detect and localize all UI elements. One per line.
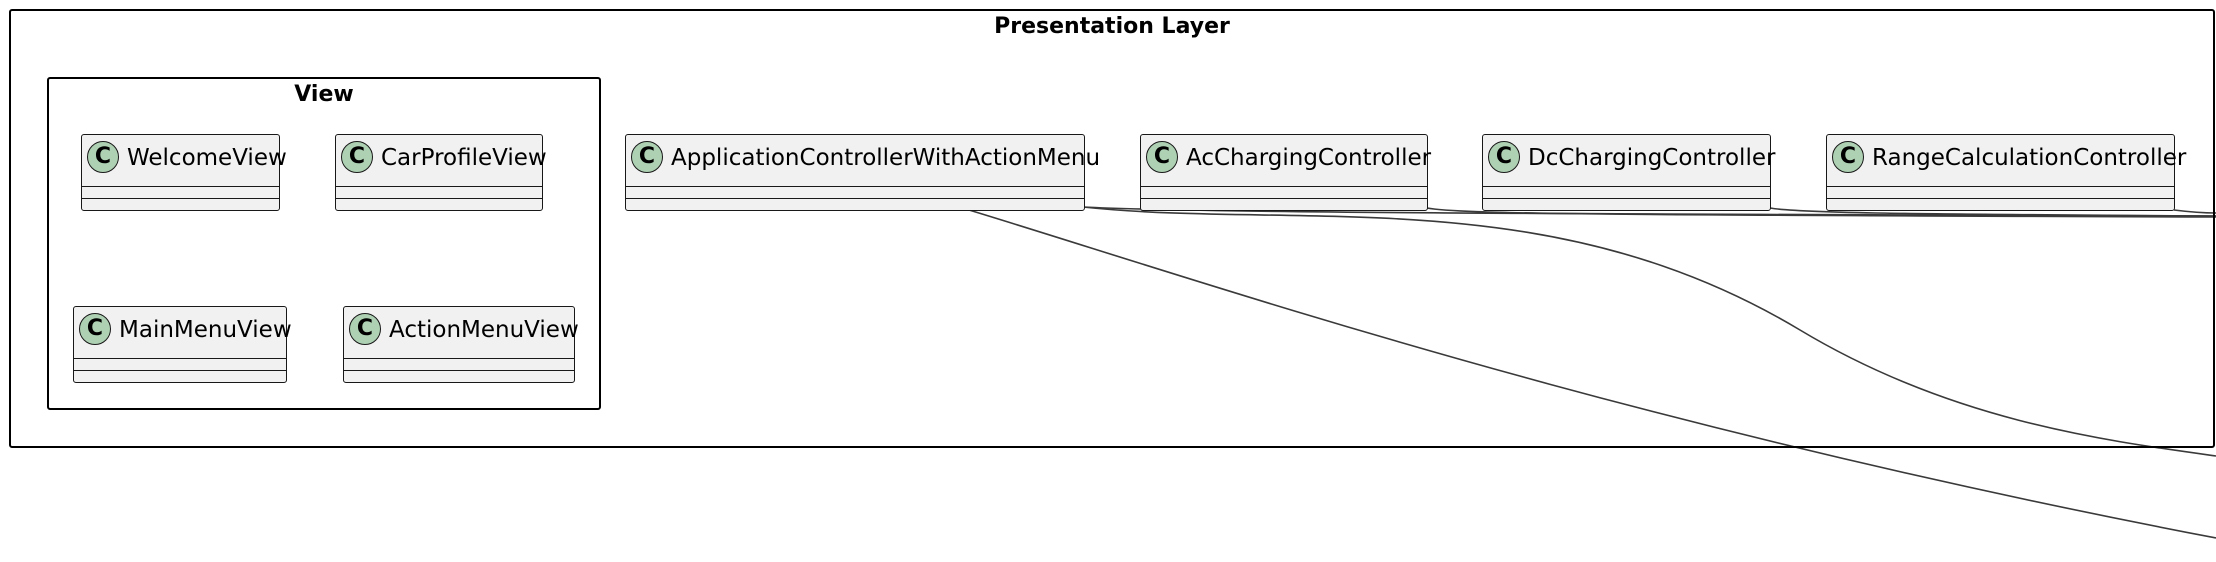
class-name: AcChargingController xyxy=(1186,145,1432,171)
class-stereotype-icon: C xyxy=(631,141,663,173)
link-app-to-domain-2 xyxy=(1082,206,2216,457)
attributes-divider xyxy=(336,186,542,187)
class-stereotype-icon: C xyxy=(1832,141,1864,173)
link-range-to-domain xyxy=(2173,209,2216,214)
class-name: RangeCalculationController xyxy=(1872,145,2187,171)
class-header: C AcChargingController xyxy=(1141,135,1432,186)
class-name: WelcomeView xyxy=(127,145,287,171)
methods-divider xyxy=(1827,198,2174,199)
attributes-divider xyxy=(344,358,574,359)
class-name: MainMenuView xyxy=(119,317,292,343)
class-name: ApplicationControllerWithActionMenu xyxy=(671,145,1101,171)
class-name: CarProfileView xyxy=(381,145,547,171)
link-app-to-domain-1 xyxy=(968,209,2216,539)
methods-divider xyxy=(74,370,286,371)
class-stereotype-icon: C xyxy=(349,313,381,345)
attributes-divider xyxy=(1827,186,2174,187)
attributes-divider xyxy=(74,358,286,359)
methods-divider xyxy=(626,198,1084,199)
view-package: View xyxy=(47,77,601,410)
class-application-controller[interactable]: C ApplicationControllerWithActionMenu xyxy=(625,134,1101,211)
view-package-title: View xyxy=(294,82,354,107)
attributes-divider xyxy=(1483,186,1770,187)
class-header: C ApplicationControllerWithActionMenu xyxy=(626,135,1101,186)
methods-divider xyxy=(336,198,542,199)
class-stereotype-icon: C xyxy=(79,313,111,345)
class-header: C WelcomeView xyxy=(82,135,287,186)
class-header: C DcChargingController xyxy=(1483,135,1776,186)
class-stereotype-icon: C xyxy=(341,141,373,173)
presentation-layer-title: Presentation Layer xyxy=(994,14,1230,39)
class-stereotype-icon: C xyxy=(87,141,119,173)
methods-divider xyxy=(1141,198,1427,199)
attributes-divider xyxy=(82,186,279,187)
class-name: DcChargingController xyxy=(1528,145,1776,171)
class-welcome-view[interactable]: C WelcomeView xyxy=(81,134,287,211)
methods-divider xyxy=(344,370,574,371)
class-car-profile-view[interactable]: C CarProfileView xyxy=(335,134,547,211)
class-range-calculation-controller[interactable]: C RangeCalculationController xyxy=(1826,134,2187,211)
attributes-divider xyxy=(626,186,1084,187)
class-header: C RangeCalculationController xyxy=(1827,135,2187,186)
class-dc-charging-controller[interactable]: C DcChargingController xyxy=(1482,134,1776,211)
presentation-layer-package: Presentation Layer xyxy=(9,9,2215,448)
class-ac-charging-controller[interactable]: C AcChargingController xyxy=(1140,134,1432,211)
class-stereotype-icon: C xyxy=(1488,141,1520,173)
class-stereotype-icon: C xyxy=(1146,141,1178,173)
methods-divider xyxy=(1483,198,1770,199)
class-header: C MainMenuView xyxy=(74,307,292,358)
class-header: C CarProfileView xyxy=(336,135,547,186)
class-header: C ActionMenuView xyxy=(344,307,579,358)
link-dc-to-domain xyxy=(1769,207,2216,217)
class-main-menu-view[interactable]: C MainMenuView xyxy=(73,306,292,383)
attributes-divider xyxy=(1141,186,1427,187)
methods-divider xyxy=(82,198,279,199)
link-ac-to-domain xyxy=(1426,207,2216,218)
class-name: ActionMenuView xyxy=(389,317,579,343)
class-action-menu-view[interactable]: C ActionMenuView xyxy=(343,306,579,383)
